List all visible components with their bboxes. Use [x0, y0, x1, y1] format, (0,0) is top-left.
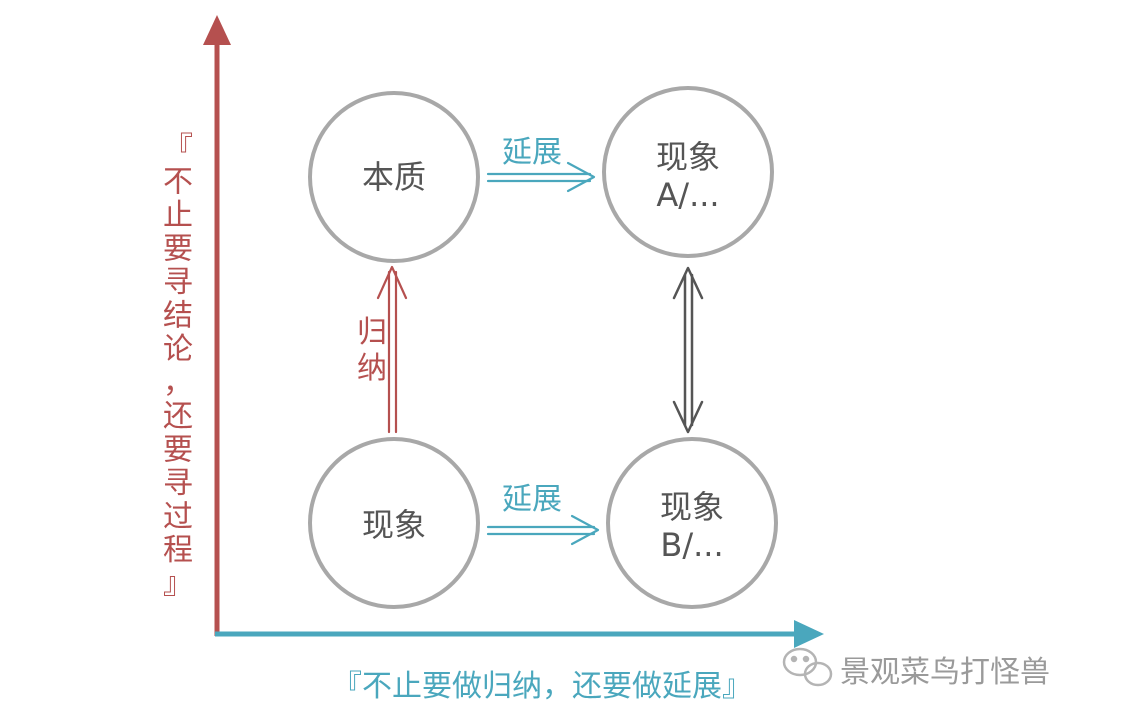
- y-axis-arrowhead: [203, 15, 231, 45]
- x-axis: [215, 620, 824, 648]
- extend-arrow-bottom: [486, 514, 600, 546]
- y-axis: [203, 15, 231, 636]
- y-axis-label: 『不止要寻结论，还要寻过程』: [163, 131, 193, 602]
- phenomenon-label: 现象: [362, 506, 426, 544]
- phenomenon-a-sublabel: A/...: [656, 176, 719, 214]
- essence-node: [308, 91, 480, 263]
- induce-label-2: 纳: [357, 351, 387, 386]
- phenomenon-b-sublabel: B/...: [660, 526, 723, 564]
- induce-label-1: 归: [357, 315, 387, 350]
- induce-arrow: [376, 265, 408, 434]
- phenomenon-b-node: [606, 437, 778, 609]
- phenomenon-a-node: [602, 86, 774, 258]
- extend-label-top: 延展: [502, 135, 562, 170]
- x-axis-arrowhead: [794, 620, 824, 648]
- extend-arrow-top: [486, 161, 596, 193]
- wechat-icon: [782, 647, 833, 687]
- extend-label-bottom: 延展: [502, 482, 562, 517]
- phenomenon-a-label: 现象: [656, 138, 720, 176]
- essence-label: 本质: [362, 158, 426, 196]
- phenomenon-b-label: 现象: [660, 488, 724, 526]
- x-axis-label: 『不止要做归纳，还要做延展』: [332, 669, 752, 704]
- bidirectional-arrow: [672, 266, 704, 434]
- phenomenon-node: [308, 437, 480, 609]
- watermark-text: 景观菜鸟打怪兽: [840, 655, 1050, 690]
